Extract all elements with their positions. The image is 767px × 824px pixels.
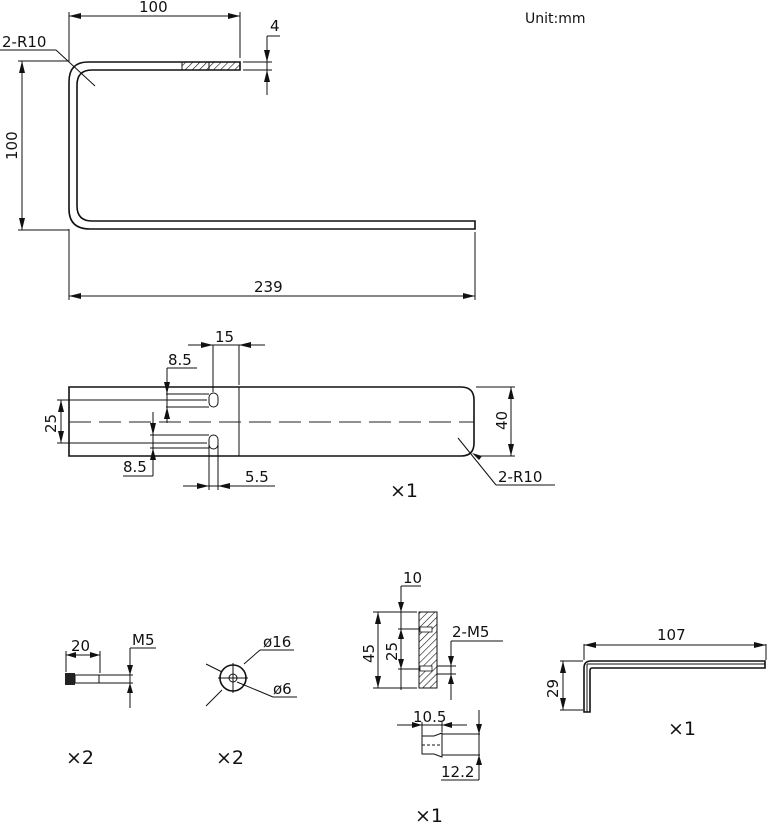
bracket-side-view: 100 4 2-R10 100 239	[0, 0, 476, 300]
washer-quantity: ×2	[216, 747, 244, 769]
bracket-top-length: 100	[139, 0, 168, 16]
hex-key-long-arm: 107	[657, 626, 686, 644]
plate-quantity: ×1	[390, 480, 418, 502]
plate-slot-spacing: 25	[42, 414, 60, 433]
washer-part: ø16 ø6 ×2	[205, 633, 297, 769]
screw-part: 20 M5 ×2	[65, 631, 156, 769]
block-height: 45	[360, 644, 378, 663]
screw-quantity: ×2	[66, 747, 94, 769]
screw-thread: M5	[132, 631, 155, 649]
hex-key-short-arm: 29	[544, 679, 562, 698]
plate-slot-offset: 15	[215, 328, 234, 346]
block-thickness: 10	[403, 569, 422, 587]
plate-corner-radius: 2-R10	[498, 468, 542, 486]
plate-width: 40	[493, 411, 511, 430]
block-hole-spacing: 25	[383, 642, 401, 661]
block-thread: 2-M5	[452, 623, 489, 641]
washer-inner-diameter: ø6	[273, 680, 292, 698]
block-part: 10 45 25 2-M5 10.5 1	[360, 569, 503, 824]
bracket-thickness: 4	[270, 17, 280, 35]
bracket-height: 100	[3, 131, 21, 160]
unit-label: Unit:mm	[525, 11, 586, 27]
washer-outer-diameter: ø16	[263, 633, 291, 651]
bracket-bend-radius: 2-R10	[2, 33, 46, 51]
hex-key-part: 107 29 ×1	[544, 626, 767, 740]
plate-top-view: 15 8.5 8.5 25 5.5 40 2-R10	[42, 328, 555, 502]
block-quantity: ×1	[415, 805, 443, 824]
plate-slot-width: 5.5	[245, 468, 269, 486]
plate-slot-bottom-dim: 8.5	[123, 458, 147, 476]
hex-key-quantity: ×1	[668, 718, 696, 740]
bracket-total-length: 239	[254, 278, 283, 296]
plug-diameter: 12.2	[441, 763, 474, 781]
plug-length: 10.5	[413, 708, 446, 726]
screw-length: 20	[71, 637, 90, 655]
plate-slot-top-dim: 8.5	[168, 351, 192, 369]
